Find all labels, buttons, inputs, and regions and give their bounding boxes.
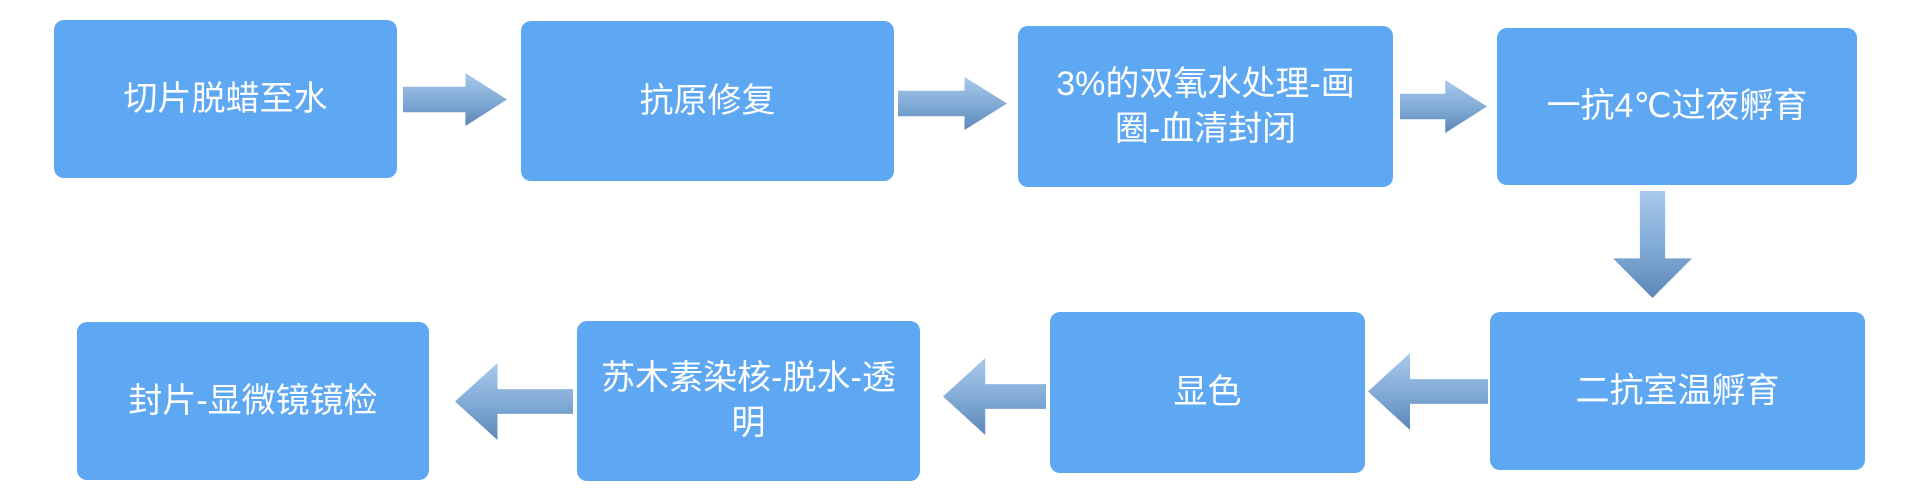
step-primary-antibody-label: 一抗4℃过夜孵育 xyxy=(1546,87,1808,125)
step-dewax-box: 切片脱蜡至水 xyxy=(54,20,397,178)
arrow-down-icon xyxy=(1613,191,1692,298)
step-color-development-label: 显色 xyxy=(1173,373,1242,411)
step-secondary-antibody-label: 二抗室温孵育 xyxy=(1575,371,1780,410)
step-mounting-microscopy-box: 封片-显微镜镜检 xyxy=(77,322,429,480)
step-secondary-antibody-box: 二抗室温孵育 xyxy=(1490,312,1865,470)
arrow-left-icon xyxy=(455,363,573,440)
arrow-left-icon xyxy=(943,358,1046,435)
step-antigen-retrieval-box: 抗原修复 xyxy=(521,21,894,181)
step-dewax-label: 切片脱蜡至水 xyxy=(123,79,328,118)
step-primary-antibody-box: 一抗4℃过夜孵育 xyxy=(1497,28,1857,185)
step-antigen-retrieval-label: 抗原修复 xyxy=(639,81,776,120)
arrow-right-icon xyxy=(1400,80,1487,133)
step-peroxide-blocking-box: 3%的双氧水处理-画圈-血清封闭 xyxy=(1018,26,1393,187)
step-hematoxylin-label: 苏木素染核-脱水-透明 xyxy=(601,359,896,442)
step-mounting-microscopy-label: 封片-显微镜镜检 xyxy=(128,381,378,420)
step-color-development-box: 显色 xyxy=(1050,312,1365,473)
step-hematoxylin-box: 苏木素染核-脱水-透明 xyxy=(577,321,920,481)
step-peroxide-blocking-label: 3%的双氧水处理-画圈-血清封闭 xyxy=(1056,64,1355,148)
arrow-right-icon xyxy=(403,73,507,126)
arrow-left-icon xyxy=(1368,353,1488,430)
arrow-right-icon xyxy=(898,77,1007,130)
